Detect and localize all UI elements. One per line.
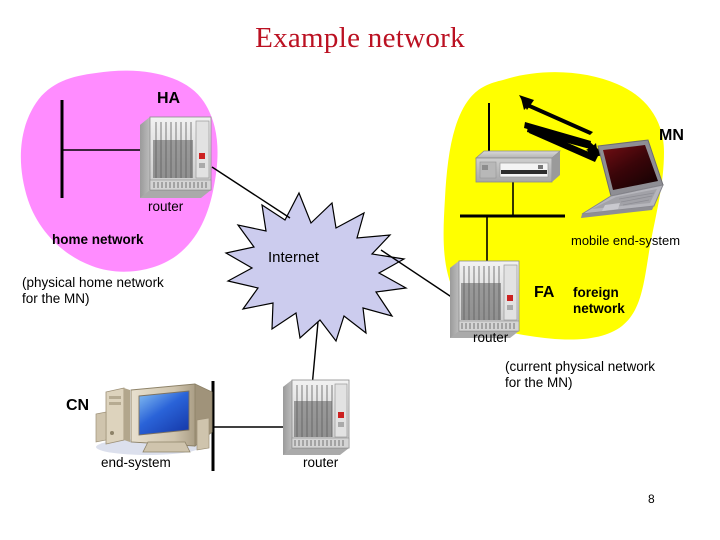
foreign-network-note: (current physical network for the MN) bbox=[505, 359, 656, 390]
home-network-label: home network bbox=[52, 232, 144, 247]
internet-cloud bbox=[224, 191, 408, 343]
fa-router-icon bbox=[450, 260, 520, 338]
link-internet-to-bottom-router bbox=[311, 321, 319, 388]
foreign-agent-label: FA bbox=[534, 284, 555, 301]
mobile-node-label: MN bbox=[659, 127, 684, 144]
bottom-router-label: router bbox=[303, 455, 339, 470]
correspondent-node-label: CN bbox=[66, 397, 90, 414]
laptop-icon bbox=[581, 139, 664, 218]
home-network-note: (physical home network for the MN) bbox=[22, 275, 164, 306]
wireless-access-point-icon bbox=[475, 150, 561, 183]
foreign-network-label: foreign network bbox=[573, 285, 625, 316]
home-agent-label: HA bbox=[157, 90, 181, 107]
desktop-computer-icon bbox=[95, 383, 213, 455]
link-internet-to-fa bbox=[380, 249, 457, 301]
foreign-router-label: router bbox=[473, 330, 509, 345]
ha-router-icon bbox=[140, 116, 212, 198]
internet-label: Internet bbox=[268, 249, 319, 266]
bottom-router-icon bbox=[283, 379, 350, 455]
link-ha-to-internet bbox=[211, 166, 291, 219]
page-title: Example network bbox=[255, 22, 465, 54]
page-number: 8 bbox=[648, 492, 655, 506]
home-router-label: router bbox=[148, 199, 184, 214]
end-system-label: end-system bbox=[101, 455, 171, 470]
mobile-end-system-label: mobile end-system bbox=[571, 233, 681, 248]
